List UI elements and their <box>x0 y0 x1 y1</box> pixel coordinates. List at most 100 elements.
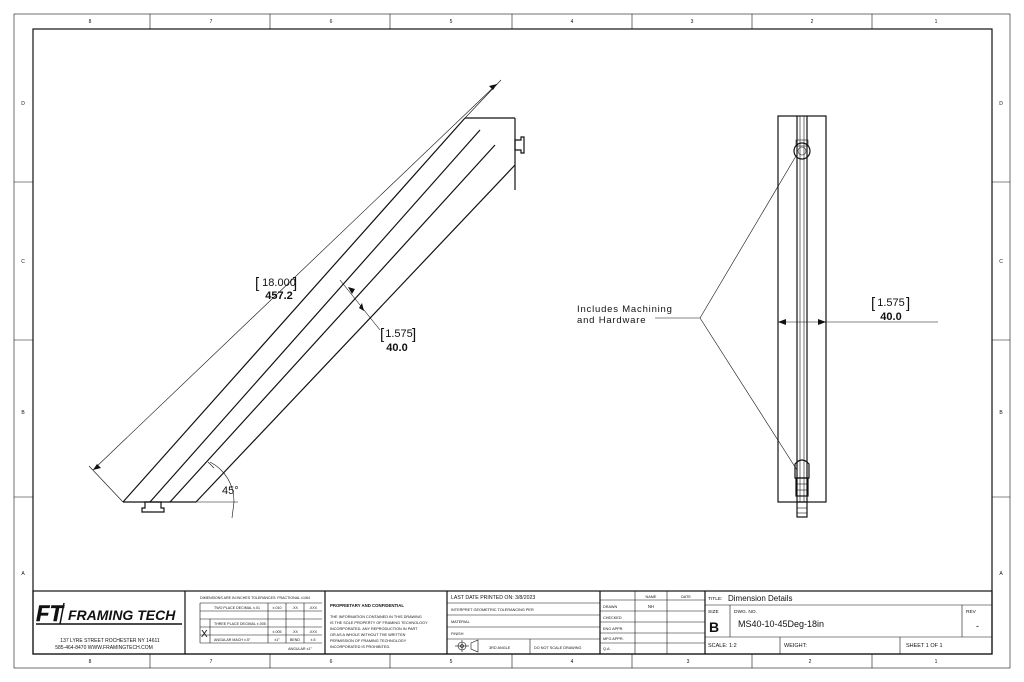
right-note: Includes Machining and Hardware <box>577 304 673 326</box>
length-mm: 457.2 <box>265 290 293 302</box>
sheet-label: SHEET 1 OF 1 <box>906 643 943 649</box>
title-value: Dimension Details <box>728 594 792 603</box>
length-inches: 18.000 <box>262 277 296 289</box>
interpret-label: INTERPRET GEOMETRIC TOLERANCING PER <box>451 608 534 612</box>
row-label: B <box>21 410 25 416</box>
address-line-1: 137 LYRE STREET ROCHESTER NY 14611 <box>60 638 160 644</box>
col-label: 3 <box>691 19 694 25</box>
hardware-tnut-bottom <box>141 501 165 513</box>
row-label: A <box>999 571 1003 577</box>
row-label: C <box>21 259 25 265</box>
col-label: 2 <box>809 659 812 665</box>
column-markers-bottom: 8 7 6 5 4 3 2 1 <box>89 654 938 668</box>
tolerance-cell: .XX <box>292 606 298 610</box>
proprietary-line: INCORPORATED IS PROHIBITED. <box>330 645 390 649</box>
bracket-left: [ <box>255 275 260 292</box>
tolerance-cell: THREE PLACE DECIMAL ±.005 <box>214 622 266 626</box>
tolerance-x-mark: X <box>201 629 208 640</box>
hardware-tnut-side <box>794 459 810 479</box>
tolerance-cell: ANGULAR MACH ±.5° <box>214 638 251 642</box>
title-block: FT FRAMING TECH 137 LYRE STREET ROCHESTE… <box>32 590 993 655</box>
width-inches: 1.575 <box>385 328 413 340</box>
rev-label: REV <box>966 609 977 615</box>
tolerance-cell: ±.010 <box>273 606 282 610</box>
col-label: 7 <box>210 659 213 665</box>
right-width-dimension: [ ] 1.575 40.0 <box>871 295 910 323</box>
tolerance-footer: ANGULAR ±1° <box>288 647 312 651</box>
finish-label: FINISH <box>451 632 464 636</box>
col-label: 3 <box>687 659 690 665</box>
checked-label: CHECKED <box>603 616 622 620</box>
proprietary-line: PERMISSION OF FRAMING TECHNOLOGY <box>330 639 407 643</box>
qa-label: Q.A. <box>603 647 611 651</box>
bracket-right: ] <box>412 326 416 343</box>
bracket-right: ] <box>293 275 297 292</box>
row-label: B <box>999 410 1003 416</box>
size-label: SIZE <box>708 609 719 615</box>
row-markers: D C B A D C B A <box>14 101 1010 577</box>
col-label: 1 <box>935 659 938 665</box>
proprietary-line: INCORPORATED. ANY REPRODUCTION IN PART <box>330 627 418 631</box>
scale-label: SCALE: 1:2 <box>708 643 737 649</box>
third-angle-label: 3RD ANGLE <box>489 646 511 650</box>
tolerance-cell: ±.5 <box>311 638 316 642</box>
angle-arc <box>209 461 235 503</box>
col-label: 6 <box>330 659 333 665</box>
rev-value: - <box>976 621 979 631</box>
col-label: 8 <box>89 659 92 665</box>
left-view-angled-extrusion <box>88 79 525 519</box>
proprietary-title: PROPRIETARY AND CONFIDENTIAL <box>330 603 404 608</box>
tolerance-cell: ±1° <box>274 638 280 642</box>
width-mm: 40.0 <box>386 342 407 354</box>
dwg-no-value: MS40-10-45Deg-18in <box>738 619 824 629</box>
name-header: NAME <box>646 595 657 599</box>
proprietary-line: IS THE SOLE PROPERTY OF FRAMING TECHNOLO… <box>330 621 428 625</box>
col-label: 1 <box>935 19 938 25</box>
col-label: 6 <box>330 19 333 25</box>
width-mm: 40.0 <box>880 311 901 323</box>
material-label: MATERIAL <box>451 620 470 624</box>
row-label: A <box>21 571 25 577</box>
weight-label: WEIGHT: <box>784 643 807 649</box>
note-line-2: and Hardware <box>577 315 646 326</box>
tolerance-header: DIMENSIONS ARE IN INCHES TOLERANCES: FRA… <box>200 596 310 600</box>
size-value: B <box>709 619 719 635</box>
third-angle-projection-icon <box>455 639 479 653</box>
title-label: TITLE: <box>708 596 722 602</box>
company-logo: FT FRAMING TECH <box>36 601 182 626</box>
row-label: C <box>999 259 1003 265</box>
eng-appr-label: ENG APPR. <box>603 627 623 631</box>
col-label: 5 <box>450 659 453 665</box>
dwg-no-label: DWG. NO. <box>734 609 757 615</box>
col-label: 4 <box>571 659 574 665</box>
col-label: 2 <box>811 19 814 25</box>
address-line-2: 585-464-8470 WWW.FRAMINGTECH.COM <box>55 645 153 651</box>
col-label: 4 <box>571 19 574 25</box>
width-inches: 1.575 <box>877 297 905 309</box>
hardware-tnut-top <box>514 136 525 154</box>
bracket-left: [ <box>380 326 385 343</box>
date-header: DATE <box>681 595 691 599</box>
inner-frame <box>32 28 993 655</box>
col-label: 7 <box>210 19 213 25</box>
outer-frame <box>13 13 1011 669</box>
col-label: 8 <box>89 19 92 25</box>
do-not-scale-label: DO NOT SCALE DRAWING <box>534 646 582 650</box>
proprietary-line: THE INFORMATION CONTAINED IN THIS DRAWIN… <box>330 615 422 619</box>
left-length-dimension: [ ] 18.000 457.2 <box>255 275 297 302</box>
note-line-1: Includes Machining <box>577 304 673 315</box>
tolerance-cell: BEND <box>290 638 300 642</box>
drawn-by: NH <box>648 604 654 609</box>
left-width-dimension: [ ] 1.575 40.0 <box>380 326 416 354</box>
tolerance-cell: .XX <box>292 630 298 634</box>
column-markers-top: 8 7 6 5 4 3 2 1 <box>89 14 938 29</box>
proprietary-line: OR AS A WHOLE WITHOUT THE WRITTEN <box>330 633 406 637</box>
tolerance-cell: .XXX <box>309 630 318 634</box>
row-label: D <box>999 101 1003 107</box>
bracket-left: [ <box>871 295 876 312</box>
row-label: D <box>21 101 25 107</box>
tolerance-cell: TWO PLACE DECIMAL ±.01 <box>214 606 260 610</box>
bracket-right: ] <box>906 295 910 312</box>
angle-label: 45° <box>222 485 239 497</box>
